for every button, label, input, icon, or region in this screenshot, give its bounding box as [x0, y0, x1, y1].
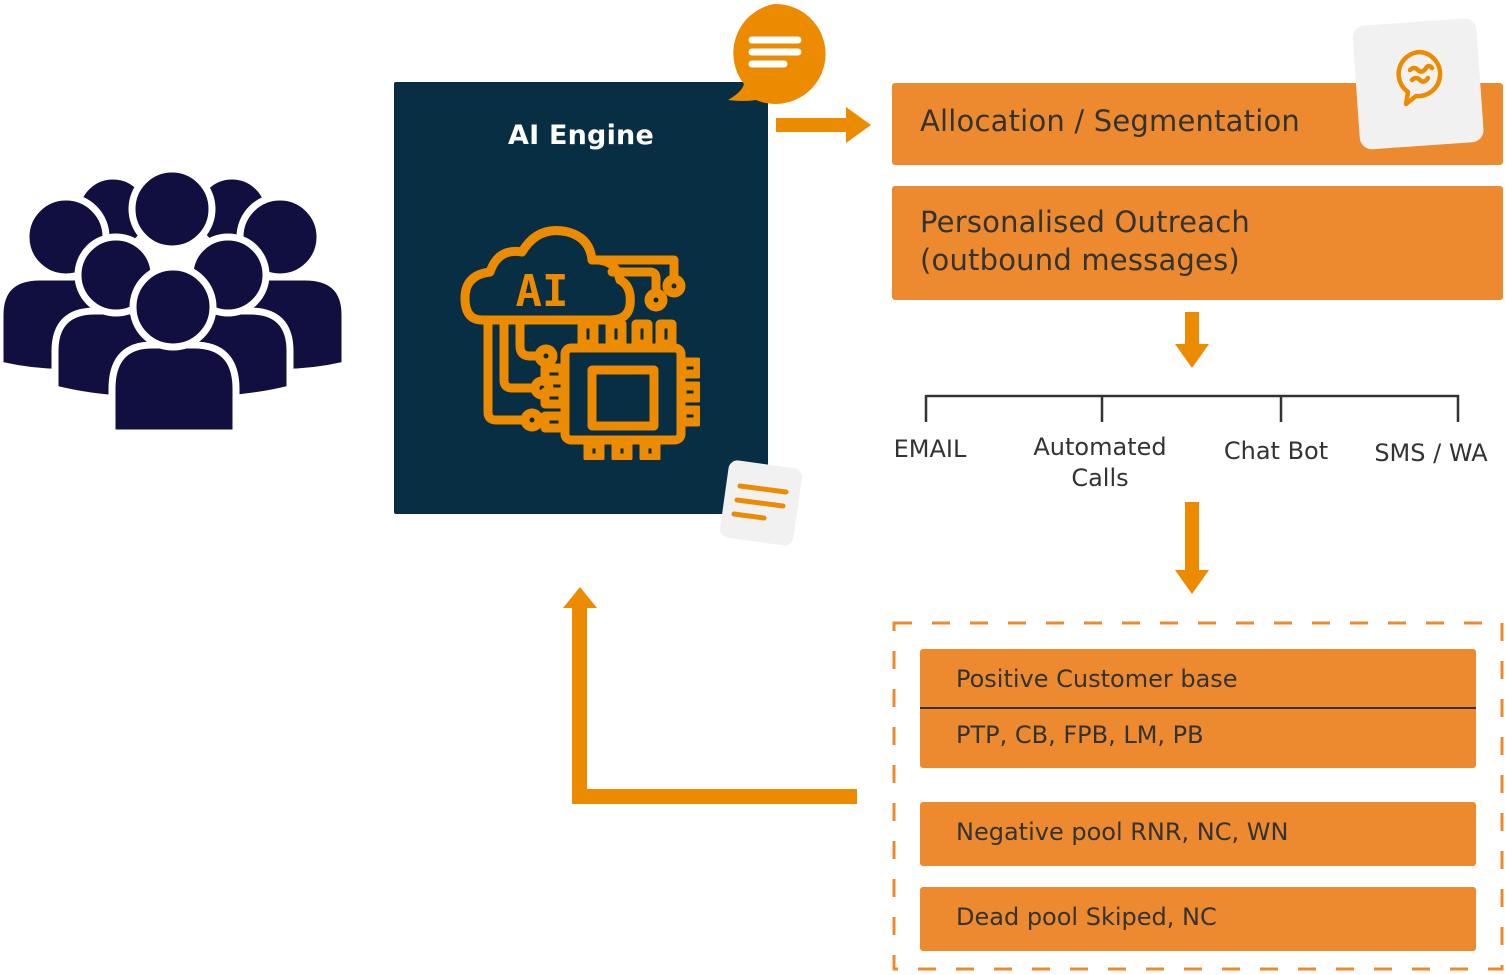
personalised-outreach-box: Personalised Outreach (outbound messages…	[892, 186, 1503, 300]
positive-customer-base-box: Positive Customer base PTP, CB, FPB, LM,…	[920, 649, 1476, 768]
ai-engine-card: AI Engine	[394, 82, 768, 514]
outreach-line2: (outbound messages)	[920, 243, 1240, 277]
positive-divider	[920, 707, 1476, 709]
results-container	[892, 621, 1504, 971]
ai-icon-text: AI	[516, 266, 569, 317]
channel-sms-wa: SMS / WA	[1374, 439, 1488, 467]
dead-pool-label: Dead pool Skiped, NC	[956, 903, 1217, 931]
negative-pool-label: Negative pool RNR, NC, WN	[956, 818, 1289, 846]
channel-email: EMAIL	[893, 435, 967, 463]
arrow-down-icon	[1175, 502, 1209, 594]
chat-bubble-icon	[728, 3, 826, 104]
feedback-arrow-icon	[563, 587, 857, 804]
speech-bubble-card	[1352, 18, 1484, 150]
channel-tree-connector	[924, 394, 1460, 422]
note-card-icon	[720, 460, 802, 546]
negative-pool-box: Negative pool RNR, NC, WN	[920, 802, 1476, 866]
dead-pool-box: Dead pool Skiped, NC	[920, 887, 1476, 951]
channel-chat-bot: Chat Bot	[1223, 437, 1329, 465]
positive-title: Positive Customer base	[956, 665, 1238, 693]
ai-cloud-chip-icon: AI	[460, 226, 700, 460]
arrow-down-icon	[1175, 312, 1209, 368]
ai-engine-title: AI Engine	[508, 120, 654, 151]
people-group-icon	[0, 165, 345, 433]
outreach-line1: Personalised Outreach	[920, 205, 1250, 239]
positive-codes: PTP, CB, FPB, LM, PB	[956, 721, 1204, 749]
speech-bubble-icon	[1396, 49, 1443, 107]
arrow-right-icon	[776, 107, 871, 143]
allocation-label: Allocation / Segmentation	[920, 104, 1300, 138]
